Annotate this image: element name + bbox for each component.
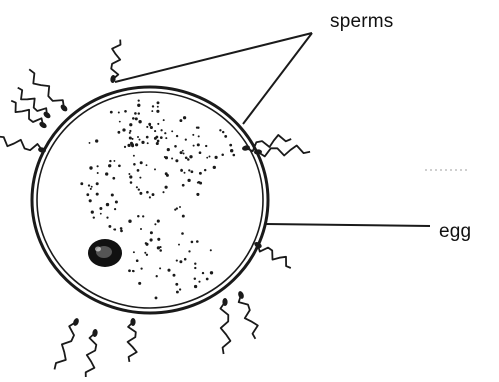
pointer-line-egg: [266, 224, 430, 226]
sperm: [18, 88, 52, 120]
egg-outer-membrane: [32, 87, 268, 313]
sperm: [237, 290, 258, 338]
nucleus: [88, 239, 122, 267]
sperm: [220, 298, 230, 354]
egg-label: egg: [439, 221, 471, 243]
sperms-label: sperms: [330, 11, 394, 33]
sperm: [128, 318, 137, 362]
egg-cell: [32, 87, 268, 313]
sperm: [86, 329, 98, 377]
sperm: [55, 317, 80, 369]
cytoplasm-granules: [80, 100, 235, 300]
sperm: [253, 241, 291, 268]
sperm: [110, 40, 121, 84]
sperm: [11, 101, 48, 130]
sperm: [0, 137, 47, 154]
pointer-line-sperms-upper: [115, 33, 312, 82]
sperm-cells: [0, 40, 310, 377]
sperm: [254, 146, 310, 157]
sperm: [29, 69, 68, 112]
